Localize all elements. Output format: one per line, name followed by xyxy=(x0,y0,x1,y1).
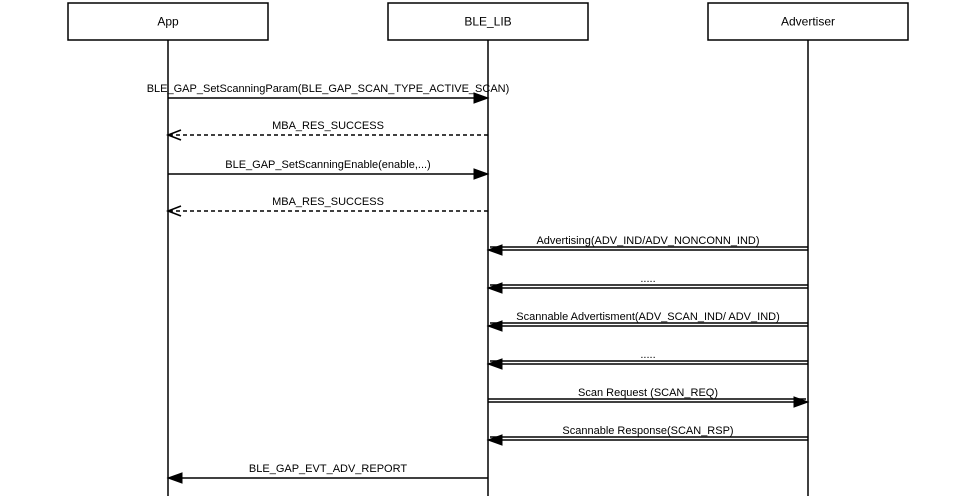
message: Scannable Advertisment(ADV_SCAN_IND/ ADV… xyxy=(486,311,808,332)
arrow-head xyxy=(165,129,182,141)
message-label: MBA_RES_SUCCESS xyxy=(272,196,384,208)
message-label: ..... xyxy=(640,349,655,361)
message: BLE_GAP_SetScanningParam(BLE_GAP_SCAN_TY… xyxy=(147,83,510,104)
message-label: ..... xyxy=(640,273,655,285)
participant-label: Advertiser xyxy=(781,15,835,29)
arrow-head xyxy=(486,244,503,256)
arrow-head xyxy=(486,282,503,294)
arrow-head xyxy=(165,205,182,217)
participant-box xyxy=(67,2,269,41)
messages: BLE_GAP_SetScanningParam(BLE_GAP_SCAN_TY… xyxy=(147,83,810,484)
message: Scan Request (SCAN_REQ) xyxy=(488,387,810,408)
arrow-head xyxy=(166,472,183,484)
message: ..... xyxy=(486,273,808,294)
message-label: MBA_RES_SUCCESS xyxy=(272,120,384,132)
participant-label: BLE_LIB xyxy=(464,15,511,29)
message: Advertising(ADV_IND/ADV_NONCONN_IND) xyxy=(486,235,808,256)
arrow-head xyxy=(486,434,503,446)
arrow-head xyxy=(486,320,503,332)
message: BLE_GAP_SetScanningEnable(enable,...) xyxy=(168,159,490,180)
message-label: BLE_GAP_SetScanningParam(BLE_GAP_SCAN_TY… xyxy=(147,83,510,95)
message-label: BLE_GAP_SetScanningEnable(enable,...) xyxy=(225,159,430,171)
participant-advertiser: Advertiser xyxy=(707,2,909,496)
message: MBA_RES_SUCCESS xyxy=(165,196,488,217)
arrow-head xyxy=(486,358,503,370)
arrow-head xyxy=(473,92,490,104)
message-label: BLE_GAP_EVT_ADV_REPORT xyxy=(249,463,407,475)
arrow-head xyxy=(793,396,810,408)
participant-label: App xyxy=(157,15,179,29)
message: MBA_RES_SUCCESS xyxy=(165,120,488,141)
participant-ble_lib: BLE_LIB xyxy=(387,2,589,496)
participants: App BLE_LIB Advertiser xyxy=(67,2,909,496)
arrow-head xyxy=(473,168,490,180)
message: ..... xyxy=(486,349,808,370)
message-label: Scan Request (SCAN_REQ) xyxy=(578,387,718,399)
participant-app: App xyxy=(67,2,269,496)
message: Scannable Response(SCAN_RSP) xyxy=(486,425,808,446)
message: BLE_GAP_EVT_ADV_REPORT xyxy=(166,463,488,484)
message-label: Advertising(ADV_IND/ADV_NONCONN_IND) xyxy=(536,235,759,247)
message-label: Scannable Response(SCAN_RSP) xyxy=(562,425,733,437)
message-label: Scannable Advertisment(ADV_SCAN_IND/ ADV… xyxy=(516,311,780,323)
